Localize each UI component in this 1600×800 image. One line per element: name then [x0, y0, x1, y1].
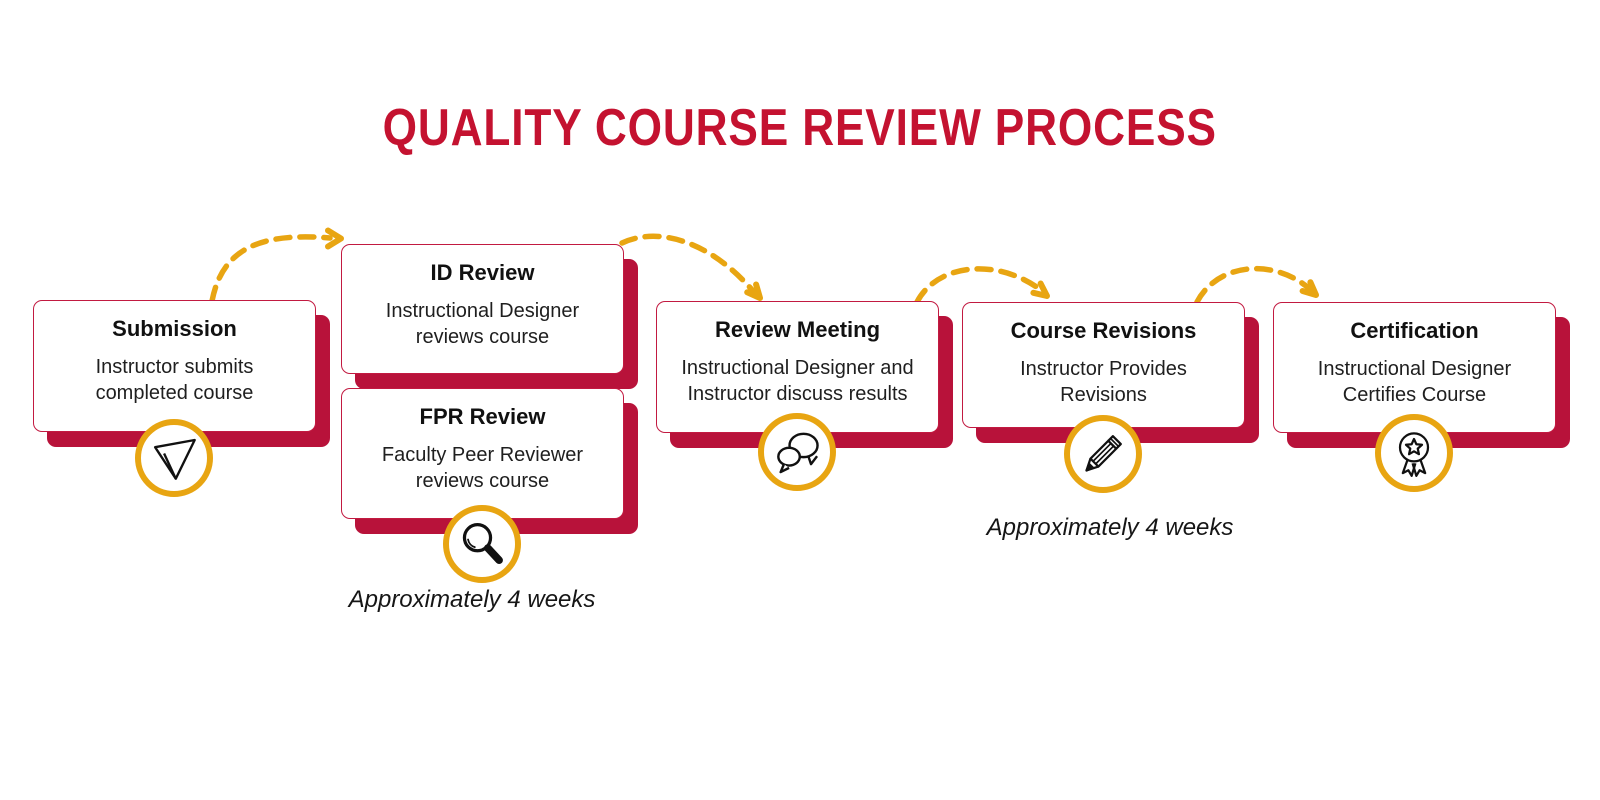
stage-description: Instructor submits completed course [95, 356, 254, 404]
stage-description: Faculty Peer Reviewer reviews course [381, 444, 584, 492]
flow-arrow-4 [1194, 265, 1314, 305]
flow-arrow-4-head [1299, 279, 1319, 298]
pencil-icon [1064, 415, 1142, 493]
stage-description: Instructional Designer Certifies Course [1317, 358, 1512, 406]
stage-card-submission: Submission Instructor submits completed … [33, 300, 316, 432]
flow-arrow-2-head [744, 281, 763, 301]
award-ribbon-icon [1375, 414, 1453, 492]
stage-card-review-meeting: Review Meeting Instructional Designer an… [656, 301, 939, 433]
stage-title: ID Review [430, 260, 535, 285]
stage-title: Review Meeting [714, 317, 881, 342]
stage-description: Instructional Designer and Instructor di… [681, 357, 914, 405]
magnifier-icon [443, 505, 521, 583]
stage-card-id-review: ID Review Instructional Designer reviews… [341, 244, 624, 374]
stage-title: Certification [1350, 318, 1479, 343]
speech-bubbles-icon [758, 413, 836, 491]
stage-card-course-revisions: Course Revisions Instructor Provides Rev… [962, 302, 1245, 428]
stage-title: Course Revisions [1010, 318, 1197, 343]
page-title: QUALITY COURSE REVIEW PROCESS [0, 99, 1600, 157]
stage-card-certification: Certification Instructional Designer Cer… [1273, 302, 1556, 433]
stage-title: Submission [112, 316, 237, 341]
flow-arrow-1-head [325, 227, 344, 250]
flow-arrow-2 [619, 233, 756, 294]
page-title-text: QUALITY COURSE REVIEW PROCESS [382, 99, 1218, 157]
flow-arrow-3 [914, 266, 1045, 305]
duration-label: Approximately 4 weeks [348, 586, 596, 613]
stage-title: FPR Review [419, 404, 546, 429]
duration-label: Approximately 4 weeks [986, 514, 1234, 541]
stage-card-fpr-review: FPR Review Faculty Peer Reviewer reviews… [341, 388, 624, 519]
stage-description: Instructor Provides Revisions [1020, 358, 1187, 406]
stage-description: Instructional Designer reviews course [385, 300, 580, 348]
flow-arrow-3-head [1030, 280, 1050, 299]
paper-plane-icon [135, 419, 213, 497]
flow-arrow-1 [209, 234, 333, 304]
